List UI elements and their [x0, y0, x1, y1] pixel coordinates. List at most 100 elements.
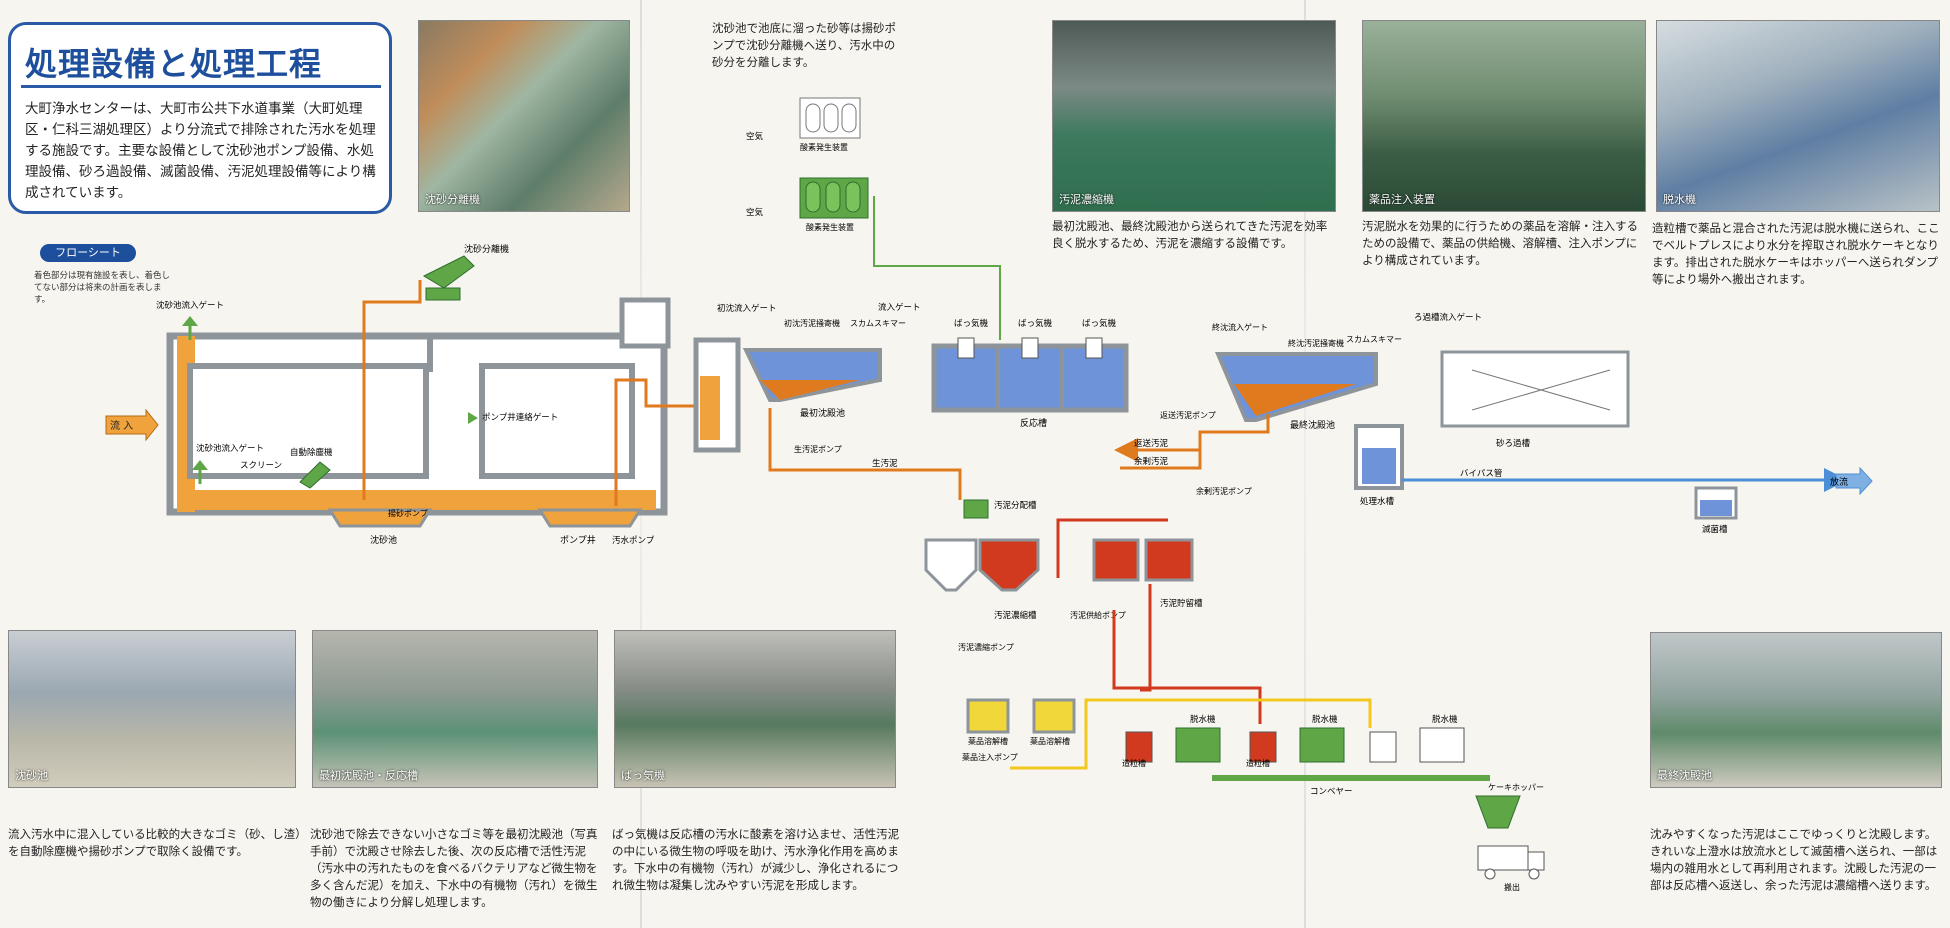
label-thick-pump: 汚泥濃縮ポンプ [958, 642, 1014, 652]
photo-sand-separator: 沈砂分離機 [418, 20, 630, 212]
label-thickener: 汚泥濃縮槽 [994, 610, 1037, 621]
label-inflow: 流 入 [110, 419, 133, 432]
dewatering-units [1175, 727, 1465, 763]
photo-label: 脱水機 [1663, 193, 1696, 206]
label-hopper: ケーキホッパー [1488, 783, 1544, 792]
dump-truck-icon [1477, 845, 1545, 880]
photo-dewatering: 脱水機 [1656, 20, 1940, 212]
primary-clarifier-tank [693, 337, 882, 453]
sand-separator-unit [422, 255, 475, 301]
sand-filter-tank [1440, 350, 1630, 428]
label-excess-pump: 余剰汚泥ポンプ [1196, 486, 1252, 496]
label-auto-screen: 自動除塵機 [290, 447, 333, 458]
desc-primary-reactor: 沈砂池で除去できない小さなゴミ等を最初沈殿池（写真手前）で沈殿させ除去した後、次… [310, 827, 598, 909]
title-underline [21, 85, 381, 88]
photo-aerator: ばっ気機 [614, 630, 896, 788]
chem-tanks [966, 698, 1076, 734]
photo-label: 薬品注入装置 [1369, 193, 1435, 206]
label-sand-filter-gate: ろ過槽流入ゲート [1414, 312, 1482, 323]
grit-chamber-structure [166, 297, 671, 528]
desc-dewatering: 造粒槽で薬品と混合された汚泥は脱水機に送られ、ここでベルトプレスにより水分を搾取… [1652, 221, 1940, 286]
desc-final-clarifier: 沈みやすくなった汚泥はここでゆっくりと沈殿します。きれいな上澄水は放流水として滅… [1650, 827, 1938, 892]
label-sewage-pump: 汚水ポンプ [612, 535, 655, 546]
feed-pipe [1140, 584, 1152, 692]
photo-label: ばっ気機 [621, 769, 665, 782]
label-chem-pump: 薬品注入ポンプ [962, 752, 1018, 762]
photo-label: 最終沈殿池 [1657, 769, 1712, 782]
pump-well-gate-icon [468, 412, 478, 424]
label-primary-scraper: 初沈汚泥掻寄機 [784, 318, 840, 328]
oxygen-generator-future [799, 97, 861, 139]
label-treated-tank: 処理水槽 [1360, 496, 1395, 507]
excess-sludge-pipe [1120, 450, 1202, 470]
label-pump-well: ポンプ井 [560, 534, 596, 546]
photo-primary-reactor: 最初沈殿池・反応槽 [312, 630, 598, 788]
page-fold [1304, 0, 1306, 928]
storage-tanks [1092, 538, 1194, 582]
photo-label: 最初沈殿池・反応槽 [319, 769, 418, 782]
desc-grit-chamber: 流入汚水中に混入している比較的大きなゴミ（砂、し渣）を自動除塵機や揚砂ポンプで取… [8, 827, 307, 858]
oxygen-generator-active [799, 177, 869, 219]
label-return-sludge: 返送汚泥 [1134, 438, 1169, 449]
grit-inlet-gate-top [182, 316, 198, 340]
label-dewater-3: 脱水機 [1432, 714, 1458, 725]
photo-label: 沈砂池 [15, 769, 48, 782]
label-air-2: 空気 [746, 207, 764, 218]
legend-text: 着色部分は現有施設を表し、着色してない部分は将来の計画を表します。 [34, 271, 171, 305]
thickened-sludge-pipe [1056, 518, 1168, 578]
flowsheet-badge: フローシート [40, 244, 136, 262]
label-final-inlet-gate: 終沈流入ゲート [1212, 322, 1268, 332]
thickener-tanks [924, 538, 1040, 592]
label-storage: 汚泥貯留槽 [1160, 598, 1203, 609]
desc-sand-separator: 沈砂池で池底に溜った砂等は揚砂ポンプで沈砂分離機へ送り、汚水中の砂分を分離します… [712, 21, 896, 69]
label-dewater-1: 脱水機 [1190, 714, 1216, 725]
desc-aerator: ばっ気機は反応槽の汚水に酸素を溶け込ませ、活性汚泥の中にいる微生物の呼吸を助け、… [612, 827, 900, 892]
reactor-tank [931, 337, 1129, 413]
sludge-distribution-tank [963, 499, 989, 519]
label-reactor: 反応槽 [1020, 417, 1047, 429]
label-grit-inlet-gate: 沈砂池流入ゲート [156, 300, 224, 311]
disinfection-tank [1694, 486, 1738, 520]
label-sand-pump: 揚砂ポンプ [388, 508, 428, 518]
label-granulator-1: 造粒槽 [1122, 758, 1146, 768]
raw-sludge-pipe [768, 408, 962, 500]
label-final-scraper: 終沈汚泥掻寄機 [1288, 338, 1344, 348]
label-chem-tank-1: 薬品溶解槽 [968, 736, 1008, 746]
label-sand-separator: 沈砂分離機 [464, 243, 509, 255]
label-raw-sludge: 生汚泥 [872, 458, 898, 469]
label-final-clarifier: 最終沈殿池 [1290, 419, 1335, 431]
label-chem-tank-2: 薬品溶解槽 [1030, 736, 1070, 746]
label-sludge-distribution: 汚泥分配槽 [994, 500, 1037, 511]
label-granulator-2: 造粒槽 [1246, 758, 1270, 768]
feed-pipe-2 [1112, 610, 1262, 724]
desc-sludge-thickener: 最初沈殿池、最終沈殿池から送られてきた汚泥を効率良く脱水するため、汚泥を濃縮する… [1052, 219, 1328, 250]
chem-pipe [1010, 698, 1372, 770]
photo-final-clarifier: 最終沈殿池 [1650, 632, 1942, 788]
label-sand-filter: 砂ろ過槽 [1496, 438, 1531, 449]
inflow-arrow [105, 408, 159, 442]
photo-label: 汚泥濃縮機 [1059, 193, 1114, 206]
label-dewater-2: 脱水機 [1312, 714, 1338, 725]
intro-text: 大町浄水センターは、大町市公共下水道事業（大町処理区・仁科三湖処理区）より分流式… [25, 101, 376, 201]
label-oxygen-gen-2: 酸素発生装置 [806, 222, 854, 232]
oxygen-pipe [873, 196, 1001, 340]
label-aerator-1: ばっ気機 [954, 318, 989, 329]
photo-label: 沈砂分離機 [425, 193, 480, 206]
label-return-pump: 返送汚泥ポンプ [1160, 410, 1216, 420]
grit-inlet-gate-bottom [192, 460, 208, 484]
label-aerator-2: ばっ気機 [1018, 318, 1053, 329]
final-clarifier-tank [1214, 352, 1378, 422]
label-carry-out: 搬出 [1504, 882, 1520, 892]
label-inflow-gate: 流入ゲート [878, 302, 921, 313]
page-title: 処理設備と処理工程 [25, 45, 323, 83]
label-scum-skimmer-2: スカムスキマー [1346, 335, 1402, 344]
label-pump-well-gate: ポンプ井連絡ゲート [482, 412, 558, 423]
discharge-arrow [1835, 466, 1873, 496]
label-raw-sludge-pump: 生汚泥ポンプ [794, 444, 842, 454]
desc-chemical-injection: 汚泥脱水を効果的に行うための薬品を溶解・注入するための設備で、薬品の供給機、溶解… [1362, 219, 1638, 267]
treated-water-tank [1354, 424, 1404, 490]
label-air-1: 空気 [746, 131, 764, 142]
label-conveyor: コンベヤー [1310, 787, 1353, 797]
label-excess-sludge: 余剰汚泥 [1134, 456, 1169, 467]
